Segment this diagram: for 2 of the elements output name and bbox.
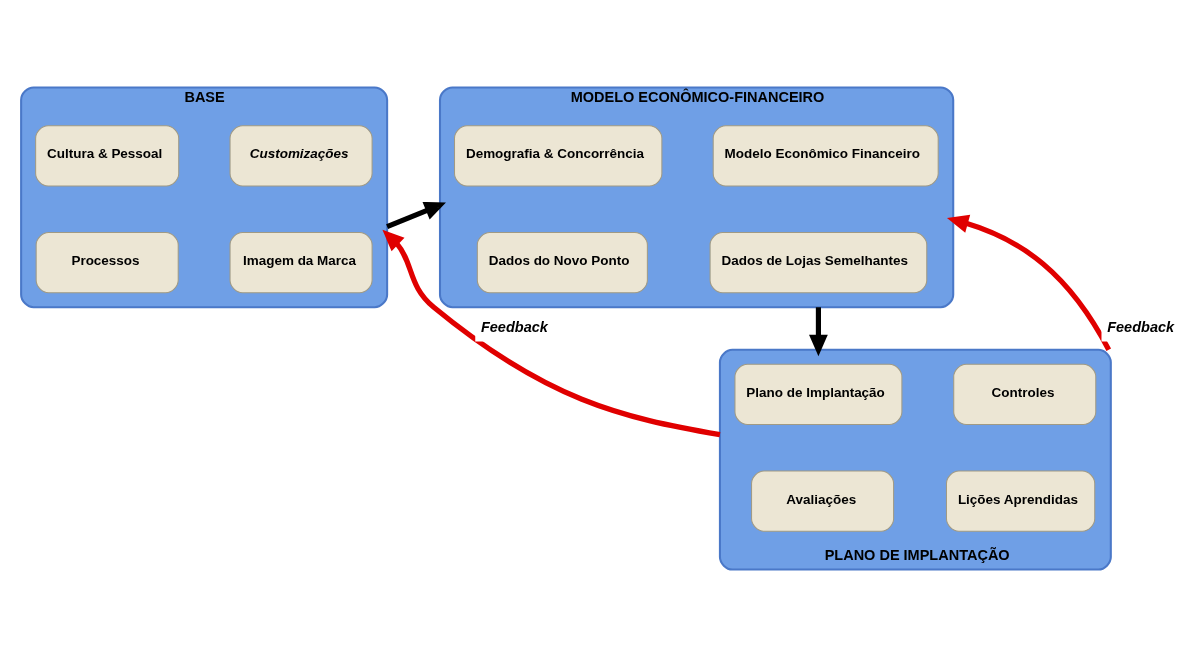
edge-label: Feedback: [1107, 318, 1175, 335]
edge-label: Feedback: [480, 318, 548, 335]
